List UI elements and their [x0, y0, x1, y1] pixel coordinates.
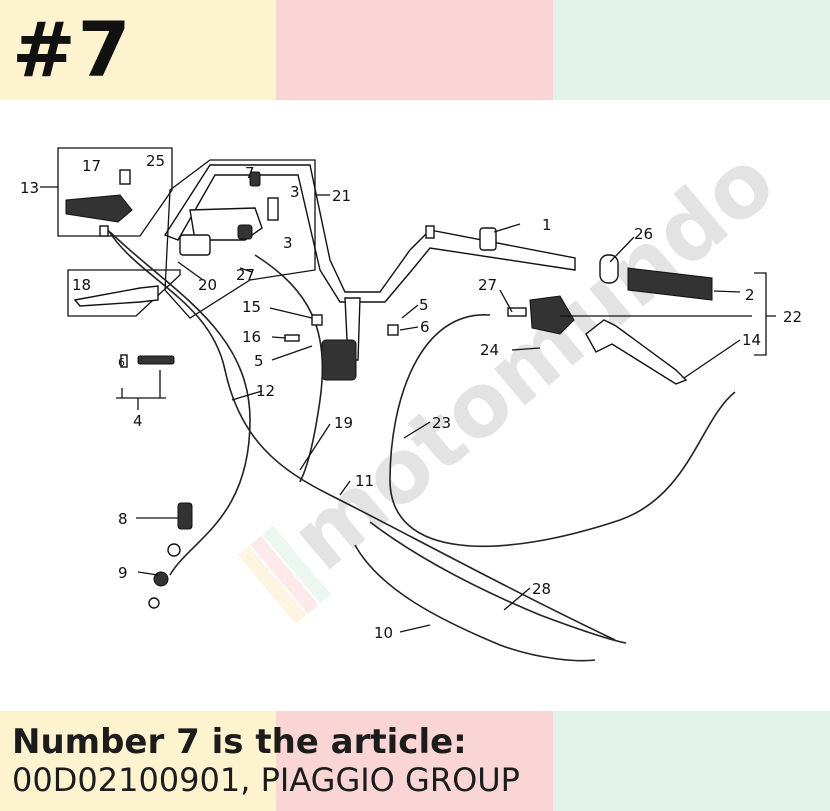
callout-2: 2 [745, 286, 755, 304]
caption-article-code: 00D02100901, PIAGGIO GROUP [12, 761, 520, 799]
callout-27a: 27 [236, 266, 255, 284]
switch-group [57, 147, 173, 237]
parts-diagram: motomundo [20, 129, 802, 662]
bracket-22 [754, 272, 776, 356]
callout-18: 18 [72, 276, 91, 294]
callout-6b: 6 [118, 356, 125, 369]
callout-13: 13 [20, 179, 39, 197]
callout-12: 12 [256, 382, 275, 400]
callout-1: 1 [542, 216, 552, 234]
lever-group [67, 269, 181, 317]
master-cylinder-group [164, 159, 316, 319]
callout-8: 8 [118, 510, 128, 528]
caption-title: Number 7 is the article: [12, 722, 467, 762]
callout-26: 26 [634, 225, 653, 243]
leader-lines [40, 186, 752, 633]
callout-20: 20 [198, 276, 217, 294]
cables [107, 229, 736, 662]
header-color-band [0, 0, 830, 100]
callout-4: 4 [133, 412, 143, 430]
item-number-heading: #7 [12, 5, 133, 94]
callout-5b: 5 [254, 352, 264, 370]
callout-14: 14 [742, 331, 761, 349]
small-parts [120, 171, 399, 609]
callout-21: 21 [332, 187, 351, 205]
footer-color-band [0, 711, 830, 811]
callout-28: 28 [532, 580, 551, 598]
callout-23: 23 [432, 414, 451, 432]
callout-16: 16 [242, 328, 261, 346]
callout-labels: 1 2 3 3 4 5 5 6 6 7 8 9 10 11 12 13 14 1… [20, 152, 802, 642]
callout-3a: 3 [290, 183, 300, 201]
callout-22: 22 [783, 308, 802, 326]
right-control-group [507, 295, 688, 385]
handlebar [163, 164, 713, 381]
callout-19: 19 [334, 414, 353, 432]
callout-9: 9 [118, 564, 128, 582]
callout-24: 24 [480, 341, 499, 359]
callout-5a: 5 [419, 296, 429, 314]
callout-7: 7 [245, 164, 255, 182]
callout-17: 17 [82, 157, 101, 175]
callout-25: 25 [146, 152, 165, 170]
callout-3b: 3 [283, 234, 293, 252]
callout-6a: 6 [420, 318, 430, 336]
callout-10: 10 [374, 624, 393, 642]
callout-11: 11 [355, 472, 374, 490]
callout-15: 15 [242, 298, 261, 316]
callout-27b: 27 [478, 276, 497, 294]
